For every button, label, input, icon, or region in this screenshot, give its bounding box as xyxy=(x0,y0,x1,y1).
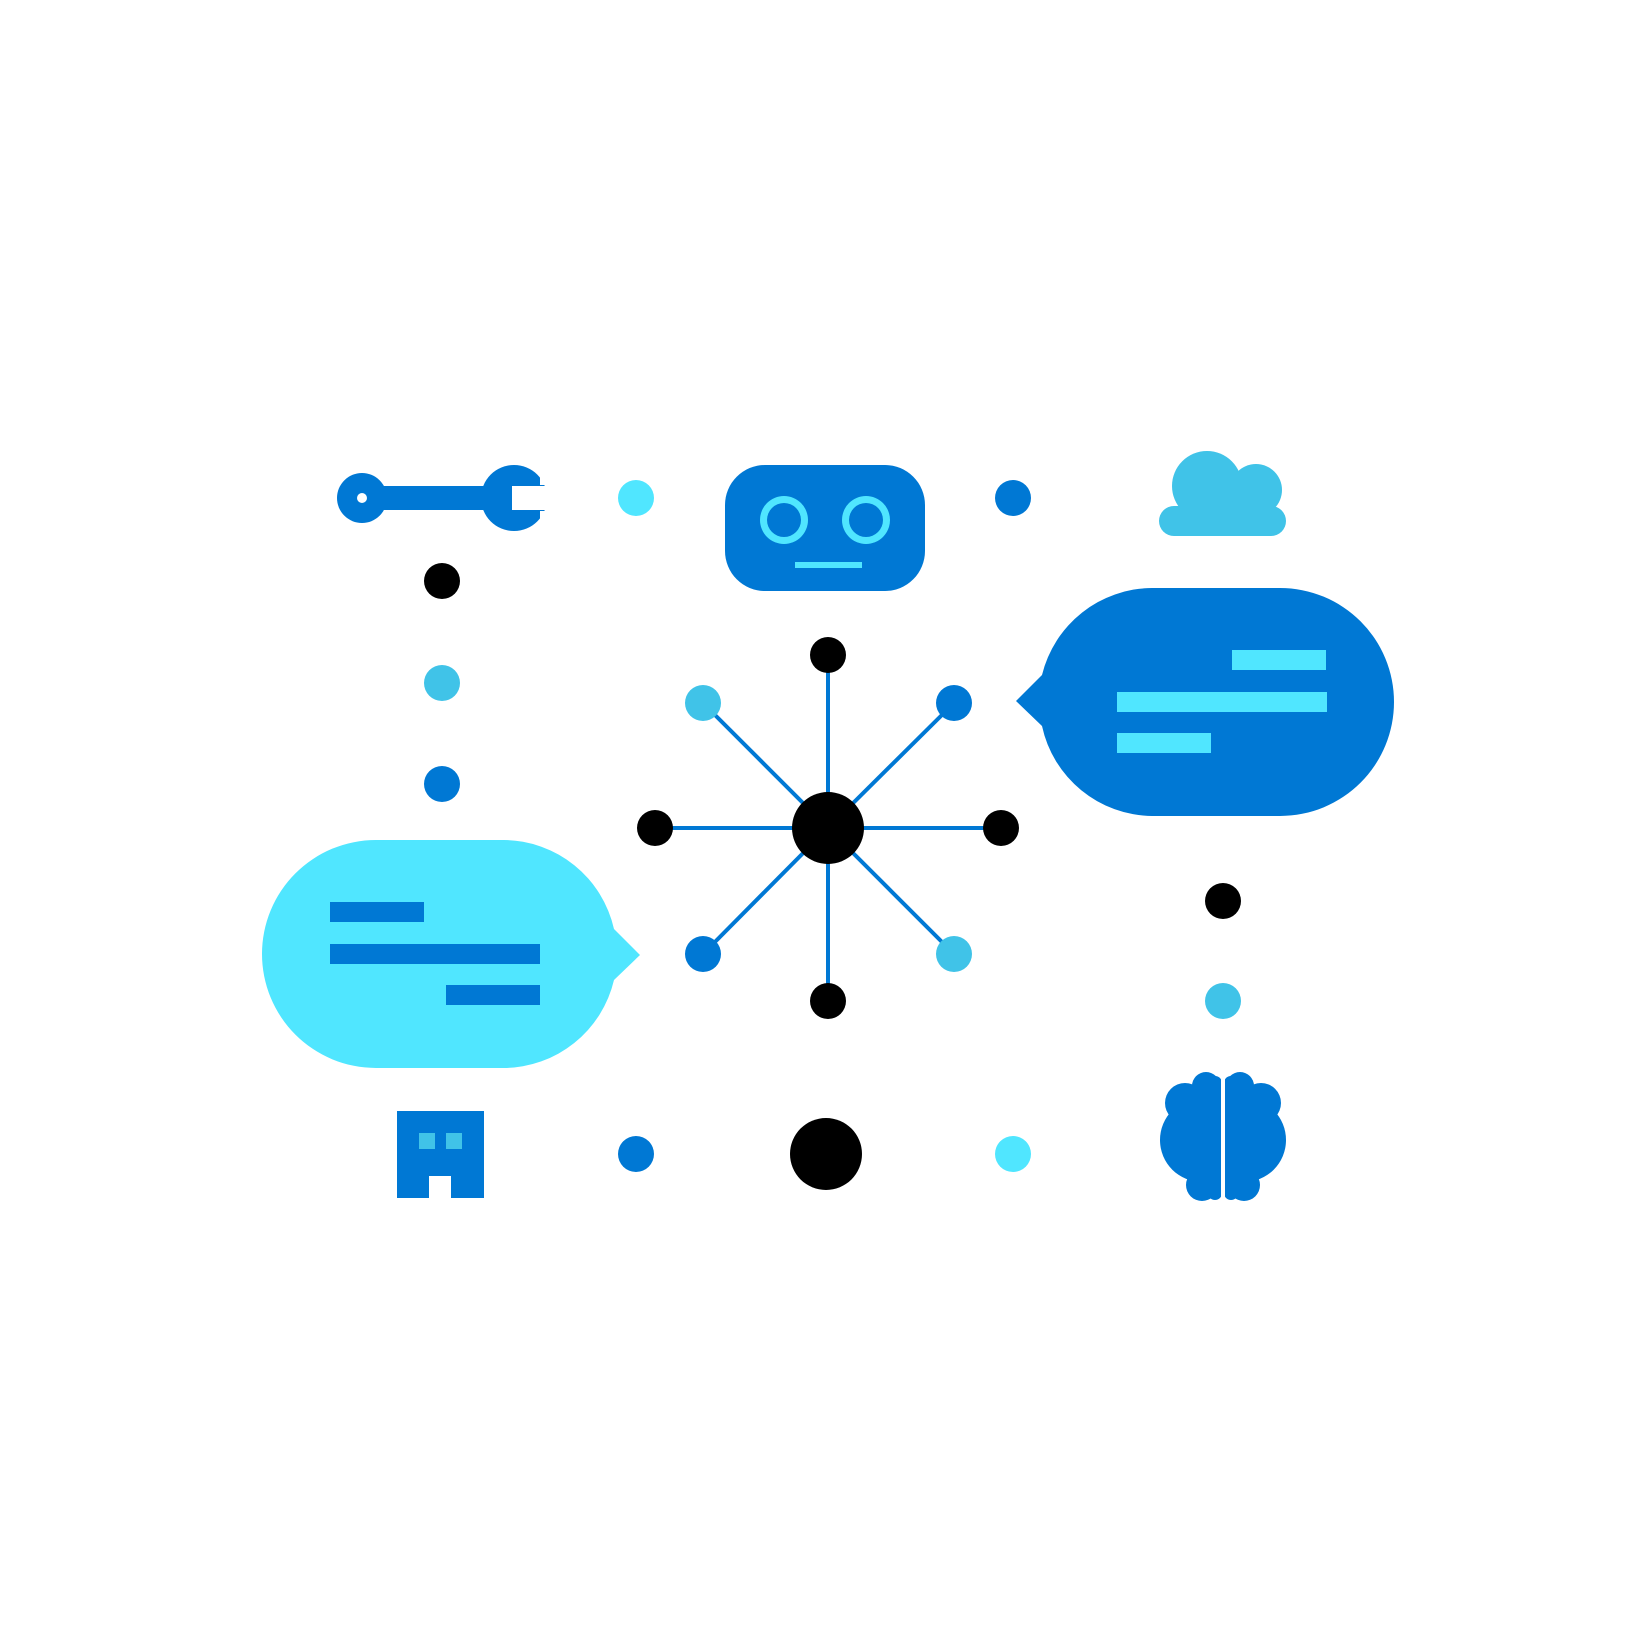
dot xyxy=(995,1136,1031,1172)
connector-dots xyxy=(424,480,1241,1190)
hub-center-node xyxy=(792,792,864,864)
speech-bubble-right xyxy=(1016,588,1394,816)
dot-large xyxy=(790,1118,862,1190)
hub-node-bottom-right xyxy=(936,936,972,972)
hub-node-top-left xyxy=(685,685,721,721)
speech-bubble-left xyxy=(262,840,640,1068)
network-hub-icon xyxy=(637,637,1019,1019)
hub-node-left xyxy=(637,810,673,846)
hub-node-top xyxy=(810,637,846,673)
dot xyxy=(424,665,460,701)
wrench-icon xyxy=(337,455,560,541)
dot xyxy=(1205,983,1241,1019)
dot xyxy=(995,480,1031,516)
hub-node-top-right xyxy=(936,685,972,721)
hub-node-bottom xyxy=(810,983,846,1019)
dot xyxy=(618,1136,654,1172)
building-icon xyxy=(397,1111,484,1198)
dot xyxy=(424,766,460,802)
dot xyxy=(1205,883,1241,919)
cloud-icon xyxy=(1159,451,1286,536)
dot xyxy=(618,480,654,516)
brain-icon xyxy=(1160,1072,1286,1201)
hub-node-bottom-left xyxy=(685,936,721,972)
dot xyxy=(424,563,460,599)
robot-face-icon xyxy=(725,465,925,591)
hub-node-right xyxy=(983,810,1019,846)
